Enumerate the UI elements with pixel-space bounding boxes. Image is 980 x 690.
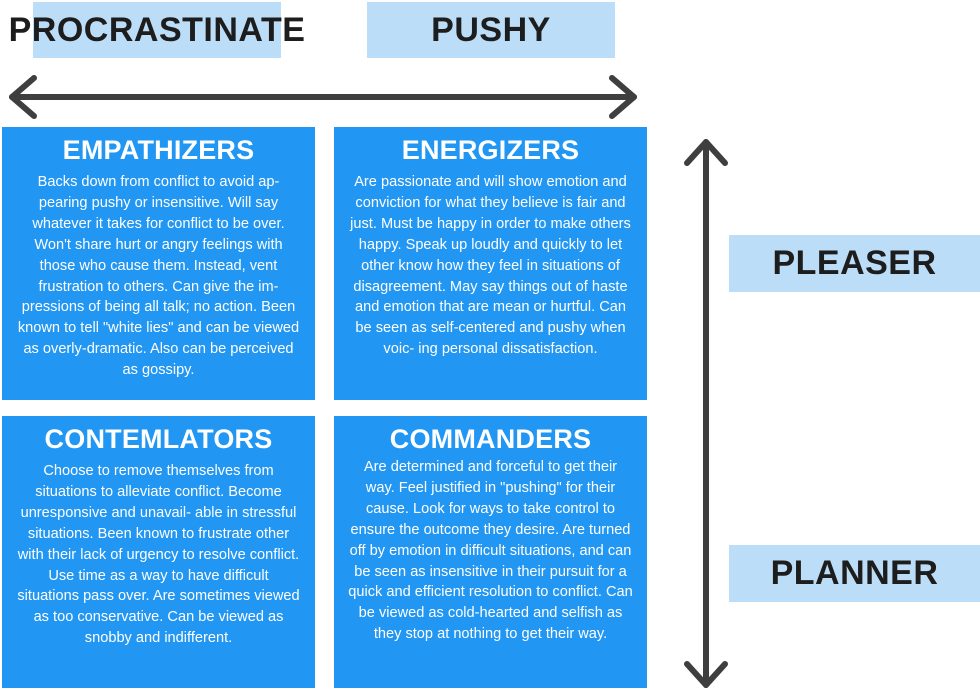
vertical-double-arrow <box>684 139 728 688</box>
horizontal-double-arrow <box>9 75 637 119</box>
quadrant-commanders: COMMANDERS Are determined and forceful t… <box>334 416 647 688</box>
quadrant-title: COMMANDERS <box>389 424 592 454</box>
quadrant-title: ENERGIZERS <box>401 135 580 165</box>
quadrant-title: EMPATHIZERS <box>62 135 255 165</box>
quadrant-empathizers: EMPATHIZERS Backs down from conflict to … <box>2 127 315 400</box>
quadrant-description: Are passionate and will show emotion and… <box>350 174 631 358</box>
quadrant-energizers: ENERGIZERS Are passionate and will show … <box>334 127 647 400</box>
axis-label-pushy: PUSHY <box>367 2 615 58</box>
quadrant-description: Backs down from conflict to avoid ap- pe… <box>17 174 300 379</box>
axis-label-pleaser: PLEASER <box>729 235 980 292</box>
quadrant-description: Choose to remove themselves from situati… <box>17 463 300 647</box>
quadrant-title: CONTEMLATORS <box>44 424 273 454</box>
axis-label-procrastinate: PROCRASTINATE <box>9 2 305 58</box>
axis-label-planner: PLANNER <box>729 545 980 602</box>
quadrant-description: Are determined and forceful to get their… <box>348 459 633 643</box>
quadrant-contemplators: CONTEMLATORS Choose to remove themselves… <box>2 416 315 688</box>
